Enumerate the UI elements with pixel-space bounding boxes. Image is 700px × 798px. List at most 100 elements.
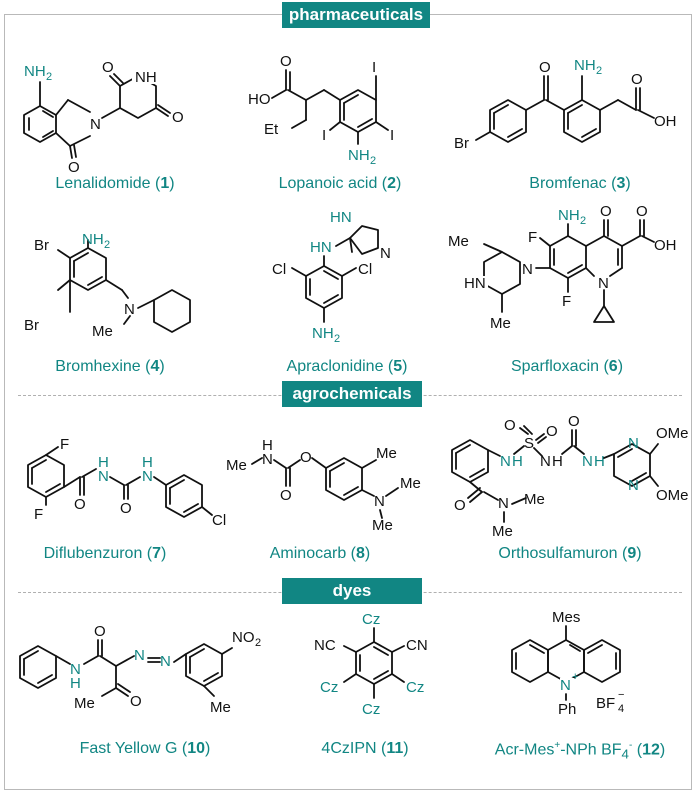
svg-text:Cl: Cl: [272, 261, 286, 278]
svg-text:N: N: [90, 116, 101, 133]
svg-text:N: N: [262, 451, 273, 468]
svg-text:2: 2: [255, 637, 261, 649]
svg-text:F: F: [34, 506, 43, 523]
svg-text:Ph: Ph: [558, 701, 576, 718]
svg-text:NH: NH: [82, 231, 104, 248]
structure-orthosulfamuron: N H S O O N H O N H N N OMe OMe O N Me M…: [432, 408, 692, 548]
svg-text:OH: OH: [654, 237, 677, 254]
svg-text:Cl: Cl: [212, 512, 226, 529]
svg-text:N: N: [124, 301, 135, 318]
svg-text:Cz: Cz: [406, 679, 424, 696]
section-dyes: dyes: [282, 578, 422, 604]
caption-fast-yellow-g: Fast Yellow G (10): [79, 740, 211, 757]
svg-text:2: 2: [334, 333, 340, 345]
svg-text:+: +: [572, 671, 578, 683]
svg-text:I: I: [372, 59, 376, 76]
svg-text:Et: Et: [264, 121, 279, 138]
label-nh2: NH: [348, 147, 370, 164]
svg-text:2: 2: [596, 65, 602, 77]
svg-text:O: O: [636, 203, 648, 220]
svg-text:O: O: [172, 109, 184, 126]
svg-text:O: O: [539, 59, 551, 76]
svg-text:O: O: [568, 413, 580, 430]
svg-text:F: F: [562, 293, 571, 310]
svg-text:N: N: [134, 647, 145, 664]
svg-text:NC: NC: [314, 637, 336, 654]
svg-text:2: 2: [370, 155, 376, 167]
svg-text:HO: HO: [248, 91, 271, 108]
svg-text:2: 2: [46, 71, 52, 83]
svg-text:O: O: [546, 423, 558, 440]
svg-text:O: O: [504, 417, 516, 434]
svg-text:O: O: [120, 500, 132, 517]
svg-text:4: 4: [618, 703, 624, 715]
svg-text:H: H: [142, 454, 153, 471]
svg-text:N: N: [498, 495, 509, 512]
svg-text:O: O: [68, 159, 80, 176]
svg-text:Me: Me: [524, 491, 545, 508]
svg-text:HN: HN: [464, 275, 486, 292]
structure-bromfenac: Br O NH 2 O OH: [450, 40, 690, 170]
svg-text:O: O: [94, 623, 106, 640]
svg-text:2: 2: [104, 239, 110, 251]
svg-text:O: O: [600, 203, 612, 220]
svg-text:F: F: [528, 229, 537, 246]
svg-text:S: S: [524, 435, 534, 452]
svg-text:OMe: OMe: [656, 487, 689, 504]
svg-text:Br: Br: [24, 317, 39, 334]
svg-text:O: O: [300, 449, 312, 466]
svg-text:HN: HN: [310, 239, 332, 256]
svg-text:I: I: [322, 127, 326, 144]
svg-text:−: −: [618, 689, 624, 701]
svg-text:O: O: [102, 59, 114, 76]
svg-text:NH: NH: [312, 325, 334, 342]
structure-acr-mes: Mes N + Ph BF 4 −: [478, 604, 678, 734]
svg-text:O: O: [631, 71, 643, 88]
svg-text:Me: Me: [226, 457, 247, 474]
svg-text:O: O: [130, 693, 142, 710]
structure-lenalidomide: NH 2 N O O O NH: [10, 48, 220, 176]
structure-4czipn: Cz NC CN Cz Cz Cz: [300, 606, 450, 736]
svg-text:O: O: [74, 496, 86, 513]
svg-text:H: H: [262, 437, 273, 454]
svg-text:Me: Me: [492, 523, 513, 540]
svg-text:H: H: [98, 454, 109, 471]
structure-lopanoic-acid: HO O Et I I I NH 2: [240, 40, 440, 170]
svg-text:N: N: [98, 468, 109, 485]
svg-text:Me: Me: [372, 517, 393, 534]
svg-text:Cz: Cz: [362, 701, 380, 718]
caption-aminocarb: Aminocarb (8): [269, 545, 371, 562]
svg-text:CN: CN: [406, 637, 428, 654]
caption-4czipn: 4CzIPN (11): [321, 740, 409, 757]
svg-text:BF: BF: [596, 695, 615, 712]
svg-text:O: O: [454, 497, 466, 514]
caption-bromhexine: Bromhexine (4): [55, 358, 165, 375]
structure-sparfloxacin: NH 2 O O OH N F F N HN Me Me: [440, 192, 690, 357]
svg-text:N: N: [540, 453, 551, 470]
svg-text:Br: Br: [34, 237, 49, 254]
svg-text:N: N: [500, 453, 511, 470]
structure-aminocarb: Me H N O O Me N Me Me: [222, 418, 432, 538]
svg-text:N: N: [70, 661, 81, 678]
svg-text:HN: HN: [330, 209, 352, 226]
caption-sparfloxacin: Sparfloxacin (6): [510, 358, 624, 375]
svg-text:Cz: Cz: [362, 611, 380, 628]
svg-text:Br: Br: [454, 135, 469, 152]
section-agrochemicals: agrochemicals: [282, 381, 422, 407]
svg-text:O: O: [280, 487, 292, 504]
svg-text:Me: Me: [74, 695, 95, 712]
svg-text:Me: Me: [448, 233, 469, 250]
svg-text:Me: Me: [376, 445, 397, 462]
svg-text:OMe: OMe: [656, 425, 689, 442]
svg-text:NH: NH: [558, 207, 580, 224]
svg-text:N: N: [374, 493, 385, 510]
caption-lopanoic-acid: Lopanoic acid (2): [278, 175, 402, 192]
caption-orthosulfamuron: Orthosulfamuron (9): [498, 545, 642, 562]
svg-text:Me: Me: [490, 315, 511, 332]
svg-text:O: O: [280, 53, 292, 70]
svg-text:NO: NO: [232, 629, 255, 646]
svg-text:H: H: [594, 453, 605, 470]
svg-text:Me: Me: [210, 699, 231, 716]
svg-text:I: I: [390, 127, 394, 144]
caption-apraclonidine: Apraclonidine (5): [286, 358, 408, 375]
